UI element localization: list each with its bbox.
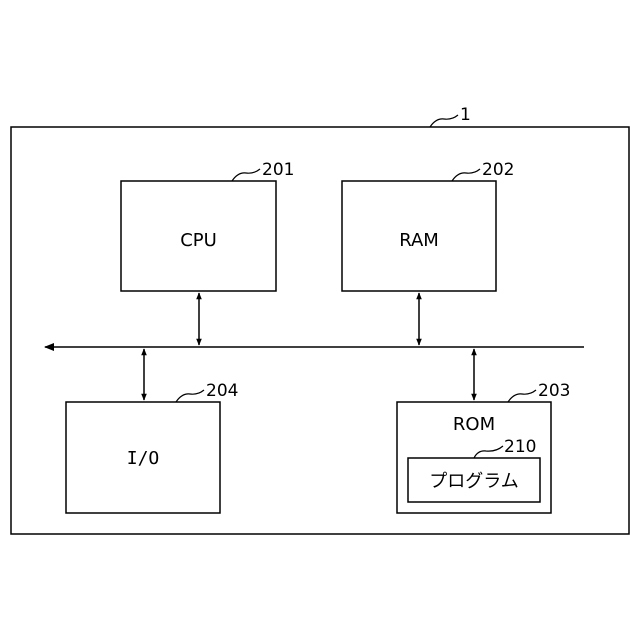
io-block: I/O 204: [66, 381, 238, 513]
program-label: プログラム: [429, 471, 518, 492]
io-ref-label: 204: [206, 381, 238, 401]
io-ref-leader: [176, 390, 204, 402]
system-ref-label: 1: [460, 105, 471, 125]
cpu-ref-leader: [232, 169, 260, 181]
program-block: プログラム 210: [408, 437, 540, 502]
program-ref-label: 210: [504, 437, 536, 457]
program-ref-leader: [474, 446, 503, 458]
ram-block: RAM 202: [342, 160, 514, 291]
system-ref-leader: [430, 115, 458, 127]
io-label: I/O: [127, 448, 160, 469]
rom-ref-label: 203: [538, 381, 570, 401]
cpu-label: CPU: [180, 230, 217, 251]
system-frame: [11, 127, 629, 534]
ram-ref-leader: [452, 169, 480, 181]
cpu-ref-label: 201: [262, 160, 294, 180]
rom-block: ROM 203 プログラム 210: [397, 381, 570, 513]
rom-ref-leader: [508, 390, 536, 402]
ram-ref-label: 202: [482, 160, 514, 180]
ram-label: RAM: [399, 230, 439, 251]
cpu-block: CPU 201: [121, 160, 294, 291]
rom-label: ROM: [453, 414, 495, 435]
